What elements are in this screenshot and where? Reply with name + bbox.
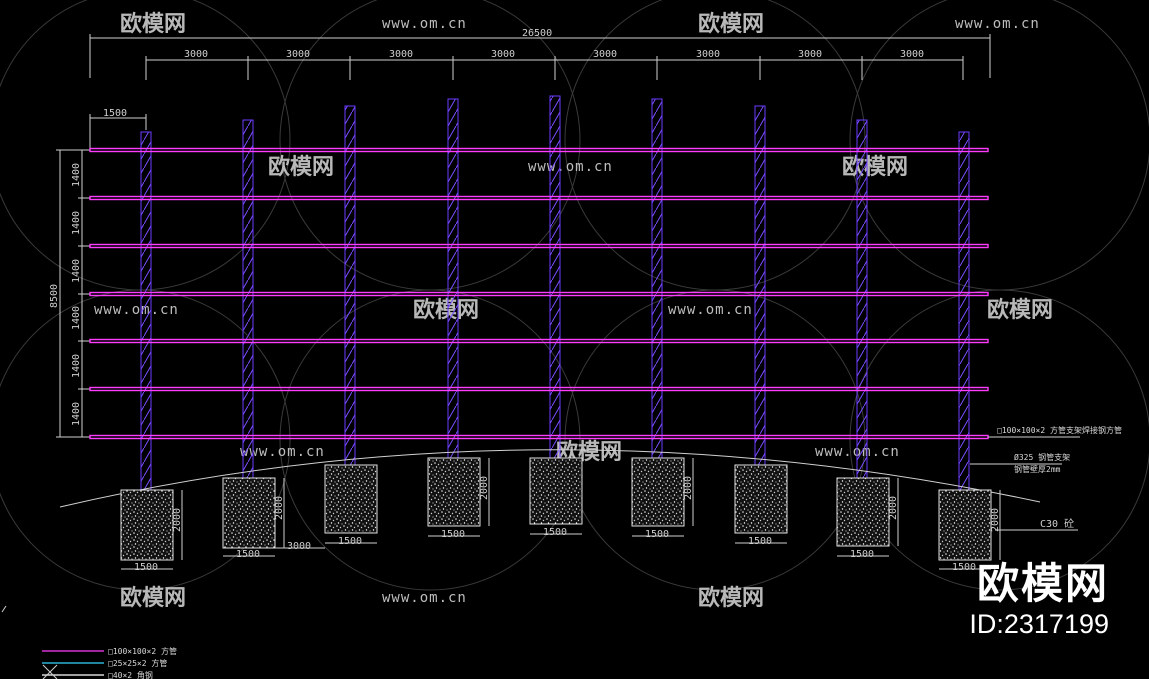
legend-label: □25×25×2 方管 [108, 658, 167, 668]
footing-depth-label: 2000 [683, 476, 694, 500]
column [447, 98, 459, 460]
footing [529, 457, 583, 525]
row-spacing-label: 1400 [71, 211, 82, 235]
bay-label: 3000 [286, 49, 310, 60]
ground-line [59, 449, 1041, 508]
column [754, 105, 766, 466]
column [549, 95, 561, 459]
column [958, 131, 970, 491]
footing-width-label: 1500 [543, 527, 567, 538]
watermark-url: www.om.cn [94, 302, 179, 318]
bay-label: 3000 [900, 49, 924, 60]
watermark-name: 欧模网 [120, 11, 186, 37]
column [651, 98, 663, 460]
footing-depth-label: 2000 [172, 508, 183, 532]
total-height-label: 8500 [49, 284, 60, 308]
footing-width-label: 1500 [748, 536, 772, 547]
footing-depth-label: 2000 [479, 476, 490, 500]
bay-label: 3000 [184, 49, 208, 60]
column [344, 105, 356, 466]
watermark-name: 欧模网 [120, 585, 186, 611]
watermark-url: www.om.cn [240, 444, 325, 460]
legend: □100×100×2 方管 □25×25×2 方管 □40×2 角钢 [42, 646, 177, 679]
watermark-name: 欧模网 [413, 297, 479, 323]
footing-depth-label: 2000 [990, 508, 1001, 532]
legend-label: □100×100×2 方管 [108, 646, 177, 656]
row-spacing-label: 1400 [71, 306, 82, 330]
watermark-name: 欧模网 [842, 154, 908, 180]
footing-width-label: 1500 [134, 562, 158, 573]
beam [89, 243, 989, 249]
footing-depth-label: 2000 [274, 496, 285, 520]
footing [120, 489, 174, 561]
brand-id: ID:2317199 [969, 609, 1109, 639]
bay-dimension-line [145, 56, 964, 80]
brand-name: 欧模网 [976, 559, 1109, 608]
row-spacing-label: 1400 [71, 402, 82, 426]
footing-spacing-label: 3000 [287, 541, 311, 552]
row-spacing-label: 1400 [71, 163, 82, 187]
beams [89, 147, 989, 440]
watermark-url: www.om.cn [668, 302, 753, 318]
beam [89, 338, 989, 344]
watermark-name: 欧模网 [698, 11, 764, 37]
watermarks: 欧模网 www.om.cn 欧模网 www.om.cn 欧模网 www.om.c… [94, 11, 1053, 611]
footing [938, 489, 992, 561]
column [242, 119, 254, 481]
footing-width-label: 1500 [441, 529, 465, 540]
columns [140, 95, 970, 491]
bay-label: 3000 [491, 49, 515, 60]
footing [734, 464, 788, 534]
watermark-url: www.om.cn [528, 159, 613, 175]
pipe-spec-note: Ø325 钢管支架 [1014, 452, 1070, 462]
concrete-note: C30 砼 [1040, 517, 1074, 530]
watermark-name: 欧模网 [698, 585, 764, 611]
annotation-leaders [970, 436, 1080, 531]
row-spacing-label: 1400 [71, 354, 82, 378]
beam [89, 434, 989, 440]
footing-depth-label: 2000 [888, 496, 899, 520]
bay-label: 3000 [593, 49, 617, 60]
footing [324, 464, 378, 534]
footing [836, 477, 890, 547]
beam [89, 195, 989, 201]
bay-label: 3000 [798, 49, 822, 60]
left-dimensions [56, 149, 90, 438]
ucs-icon [1, 605, 58, 679]
top-dimension [89, 34, 991, 78]
watermark-name: 欧模网 [987, 297, 1053, 323]
footing-width-label: 1500 [236, 549, 260, 560]
footing-width-label: 1500 [645, 529, 669, 540]
watermark-url: www.om.cn [382, 590, 467, 606]
total-width-label: 26500 [522, 28, 552, 39]
pipe-sub-note: 钢管壁厚2mm [1014, 464, 1061, 474]
bay-label: 3000 [696, 49, 720, 60]
footing-width-label: 1500 [952, 562, 976, 573]
edge-offset-dimension [89, 114, 147, 148]
footings [120, 457, 992, 561]
bay-label: 3000 [389, 49, 413, 60]
brand-overlay: 欧模网 ID:2317199 [969, 560, 1109, 640]
row-spacing-label: 1400 [71, 259, 82, 283]
edge-offset-label: 1500 [103, 108, 127, 119]
footing-width-label: 1500 [338, 536, 362, 547]
footing-width-label: 1500 [850, 549, 874, 560]
footing-dimension-lines [121, 458, 1001, 570]
beam [89, 147, 989, 153]
footing [631, 457, 685, 527]
column [856, 119, 868, 481]
footing [222, 477, 276, 549]
watermark-url: www.om.cn [955, 16, 1040, 32]
footing [427, 457, 481, 527]
beam-spec-note: □100×100×2 方管支架焊接钢方管 [997, 425, 1122, 435]
beam [89, 291, 989, 297]
watermark-name: 欧模网 [268, 154, 334, 180]
watermark-url: www.om.cn [382, 16, 467, 32]
beam [89, 386, 989, 392]
legend-label: □40×2 角钢 [108, 670, 153, 679]
column [140, 131, 152, 491]
